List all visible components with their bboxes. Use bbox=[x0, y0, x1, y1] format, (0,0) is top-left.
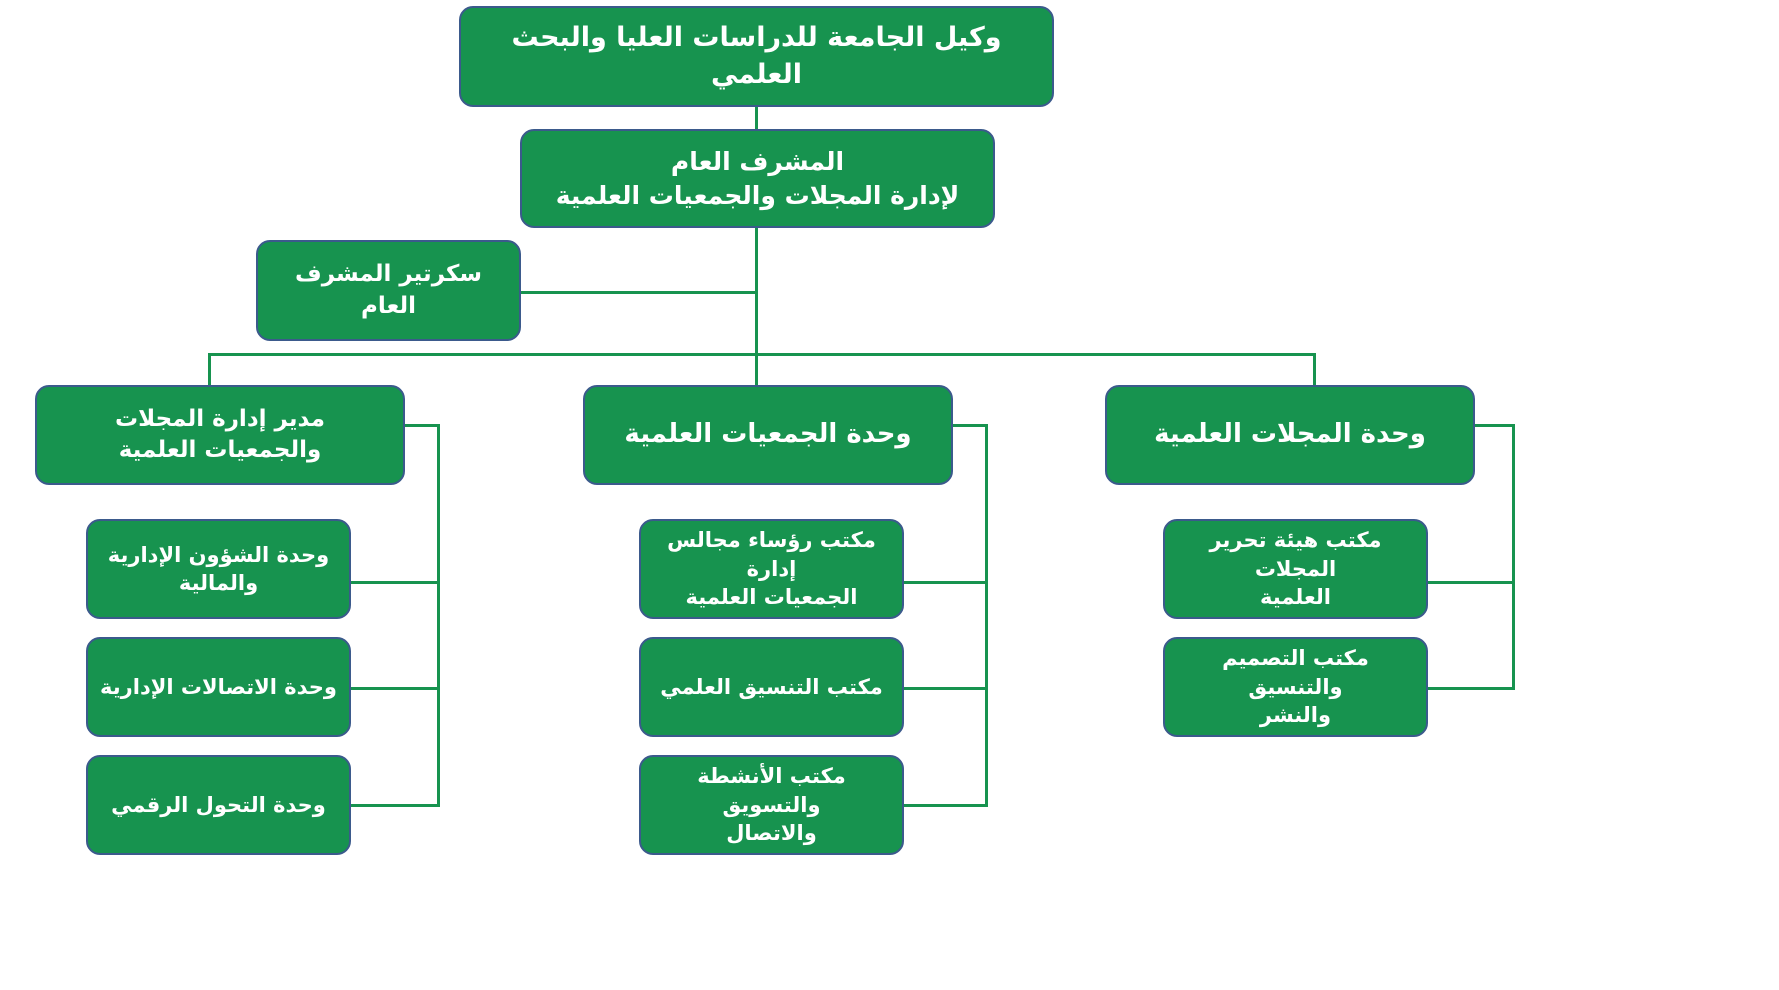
connector-drop-center bbox=[755, 353, 758, 385]
node-activities-marketing-communication-office[interactable]: مكتب الأنشطة والتسويق والاتصال bbox=[639, 755, 904, 855]
node-vice-president[interactable]: وكيل الجامعة للدراسات العليا والبحث العل… bbox=[459, 6, 1054, 107]
connector-drop-left bbox=[208, 353, 211, 385]
node-administrative-communications-unit[interactable]: وحدة الاتصالات الإدارية bbox=[86, 637, 351, 737]
node-director[interactable]: مدير إدارة المجلات والجمعيات العلمية bbox=[35, 385, 405, 485]
connector-center-stub-2 bbox=[903, 687, 988, 690]
connector-left-spine bbox=[437, 424, 440, 806]
connector-center-spine bbox=[985, 424, 988, 806]
connector-right-stub-1 bbox=[1428, 581, 1515, 584]
node-general-supervisor[interactable]: المشرف العام لإدارة المجلات والجمعيات ال… bbox=[520, 129, 995, 228]
node-journal-editorial-board-office[interactable]: مكتب هيئة تحرير المجلات العلمية bbox=[1163, 519, 1428, 619]
node-scientific-coordination-office[interactable]: مكتب التنسيق العلمي bbox=[639, 637, 904, 737]
connector-center-stub-3 bbox=[903, 804, 988, 807]
connector-center-stub-1 bbox=[903, 581, 988, 584]
node-digital-transformation-unit[interactable]: وحدة التحول الرقمي bbox=[86, 755, 351, 855]
connector-center-stub-head bbox=[951, 424, 988, 427]
connector-left-stub-1 bbox=[350, 581, 440, 584]
connector-vp-to-supervisor bbox=[755, 107, 758, 129]
connector-left-stub-3 bbox=[350, 804, 440, 807]
node-admin-financial-affairs-unit[interactable]: وحدة الشؤون الإدارية والمالية bbox=[86, 519, 351, 619]
connector-right-stub-2 bbox=[1428, 687, 1515, 690]
node-design-layout-publishing-office[interactable]: مكتب التصميم والتنسيق والنشر bbox=[1163, 637, 1428, 737]
node-unit-societies[interactable]: وحدة الجمعيات العلمية bbox=[583, 385, 953, 485]
connector-left-stub-2 bbox=[350, 687, 440, 690]
node-secretary[interactable]: سكرتير المشرف العام bbox=[256, 240, 521, 341]
connector-right-stub-head bbox=[1473, 424, 1515, 427]
connector-right-spine bbox=[1512, 424, 1515, 688]
connector-secretary-link bbox=[520, 291, 757, 294]
connector-left-stub-head bbox=[404, 424, 440, 427]
connector-drop-right bbox=[1313, 353, 1316, 385]
connector-main-bus bbox=[208, 353, 1316, 356]
node-society-board-chairs-office[interactable]: مكتب رؤساء مجالس إدارة الجمعيات العلمية bbox=[639, 519, 904, 619]
node-unit-journals[interactable]: وحدة المجلات العلمية bbox=[1105, 385, 1475, 485]
